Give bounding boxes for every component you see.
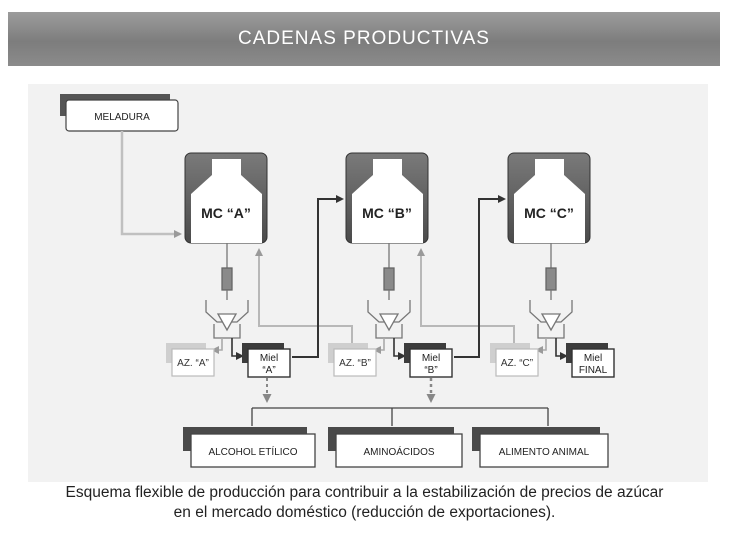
alimento-animal-label: ALIMENTO ANIMAL	[499, 447, 590, 458]
mc-a-label: MC “A”	[201, 205, 251, 221]
meladura-label: MELADURA	[94, 112, 150, 123]
mc-c-tank: MC “C”	[507, 152, 591, 244]
miel-b-box: Miel “B”	[404, 343, 453, 378]
page-header: CADENAS PRODUCTIVAS	[8, 12, 720, 66]
mc-b-tank: MC “B”	[345, 152, 429, 244]
centrifuge-output-arrows	[211, 338, 568, 360]
header-title: CADENAS PRODUCTIVAS	[238, 28, 490, 49]
mc-c-label: MC “C”	[524, 205, 574, 221]
centrifuge-c	[529, 243, 573, 339]
miel-final-label-2: FINAL	[579, 365, 608, 376]
arrow-meladura-to-mc-a	[120, 131, 182, 238]
az-a-box: AZ. “A”	[166, 343, 215, 377]
az-c-box: AZ. “C”	[490, 343, 539, 377]
caption: Esquema flexible de producción para cont…	[10, 483, 719, 523]
aminoacidos-label: AMINOÁCIDOS	[363, 445, 434, 458]
miel-final-label-1: Miel	[584, 353, 602, 364]
alcohol-etilico-label: ALCOHOL ETÍLICO	[208, 445, 297, 458]
az-a-label: AZ. “A”	[177, 358, 209, 369]
miel-b-label-1: Miel	[422, 353, 440, 364]
mc-a-tank: MC “A”	[184, 152, 268, 244]
diagram-panel	[28, 84, 708, 482]
aminoacidos-box: AMINOÁCIDOS	[328, 427, 463, 468]
miel-b-label-2: “B”	[424, 365, 437, 376]
meladura-box: MELADURA	[60, 94, 179, 132]
az-b-label: AZ. “B”	[339, 358, 371, 369]
miel-final-box: Miel FINAL	[566, 343, 615, 378]
arrow-miel-a-to-mc-b	[292, 195, 344, 358]
miel-a-label-2: “A”	[262, 365, 275, 376]
miel-a-label-1: Miel	[260, 353, 278, 364]
arrow-az-b-to-mc-a	[255, 248, 353, 343]
az-b-box: AZ. “B”	[328, 343, 377, 377]
distribution-lines	[251, 407, 549, 426]
alcohol-etilico-box: ALCOHOL ETÍLICO	[183, 427, 316, 468]
az-c-label: AZ. “C”	[501, 358, 533, 369]
centrifuge-a	[205, 243, 249, 339]
mc-b-label: MC “B”	[362, 205, 412, 221]
arrow-miel-b-to-mc-c	[454, 195, 506, 358]
caption-line-2: en el mercado doméstico (reducción de ex…	[173, 504, 556, 521]
arrow-az-c-to-mc-b	[417, 248, 515, 343]
miel-a-box: Miel “A”	[242, 343, 291, 378]
centrifuge-b	[367, 243, 411, 339]
alimento-animal-box: ALIMENTO ANIMAL	[472, 427, 609, 468]
caption-line-1: Esquema flexible de producción para cont…	[65, 484, 664, 501]
